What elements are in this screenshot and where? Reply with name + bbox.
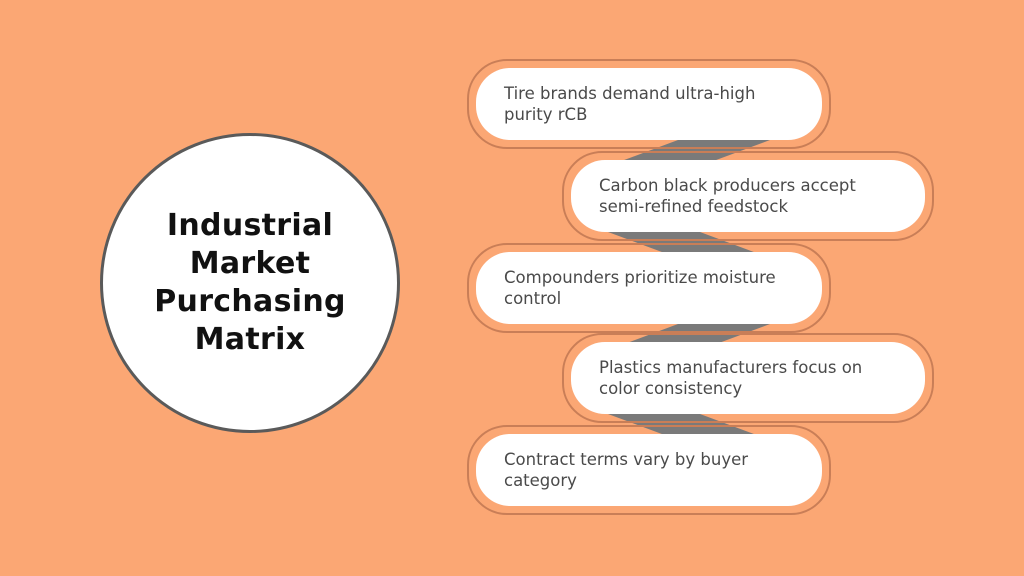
connector-band-4: [608, 414, 770, 440]
item-text-2: Carbon black producers accept semi-refin…: [599, 175, 856, 217]
item-text-line: control: [504, 289, 562, 308]
center-title-line: Industrial: [166, 208, 334, 243]
item-text-line: Tire brands demand ultra-high: [504, 84, 756, 103]
item-text-line: Compounders prioritize moisture: [504, 268, 776, 287]
item-text-line: category: [504, 471, 577, 490]
item-text-line: Carbon black producers accept: [599, 176, 856, 195]
item-text-line: Plastics manufacturers focus on: [599, 358, 863, 377]
item-pill-2: Carbon black producers accept semi-refin…: [571, 160, 925, 232]
item-pill-3: Compounders prioritize moisture control: [476, 252, 822, 324]
center-title: Industrial Market Purchasing Matrix: [140, 207, 360, 359]
item-outline-5: [467, 425, 831, 515]
item-pill-4: Plastics manufacturers focus on color co…: [571, 342, 925, 414]
item-text-line: Contract terms vary by buyer: [504, 450, 749, 469]
item-text-5: Contract terms vary by buyer category: [504, 449, 748, 491]
center-title-line: Purchasing: [154, 284, 346, 319]
connector-band-2: [608, 232, 770, 258]
item-text-line: color consistency: [599, 379, 743, 398]
item-outline-3: [467, 243, 831, 333]
center-circle: Industrial Market Purchasing Matrix: [100, 133, 400, 433]
connector-band-1: [608, 140, 770, 166]
item-outline-1: [467, 59, 831, 149]
item-pill-1: Tire brands demand ultra-high purity rCB: [476, 68, 822, 140]
item-text-line: purity rCB: [504, 105, 588, 124]
item-outline-4: [562, 333, 934, 423]
center-title-line: Matrix: [194, 322, 306, 357]
item-text-4: Plastics manufacturers focus on color co…: [599, 357, 862, 399]
item-pill-5: Contract terms vary by buyer category: [476, 434, 822, 506]
item-text-line: semi-refined feedstock: [599, 197, 789, 216]
item-text-3: Compounders prioritize moisture control: [504, 267, 776, 309]
center-title-line: Market: [189, 246, 311, 281]
item-outline-2: [562, 151, 934, 241]
item-text-1: Tire brands demand ultra-high purity rCB: [504, 83, 755, 125]
